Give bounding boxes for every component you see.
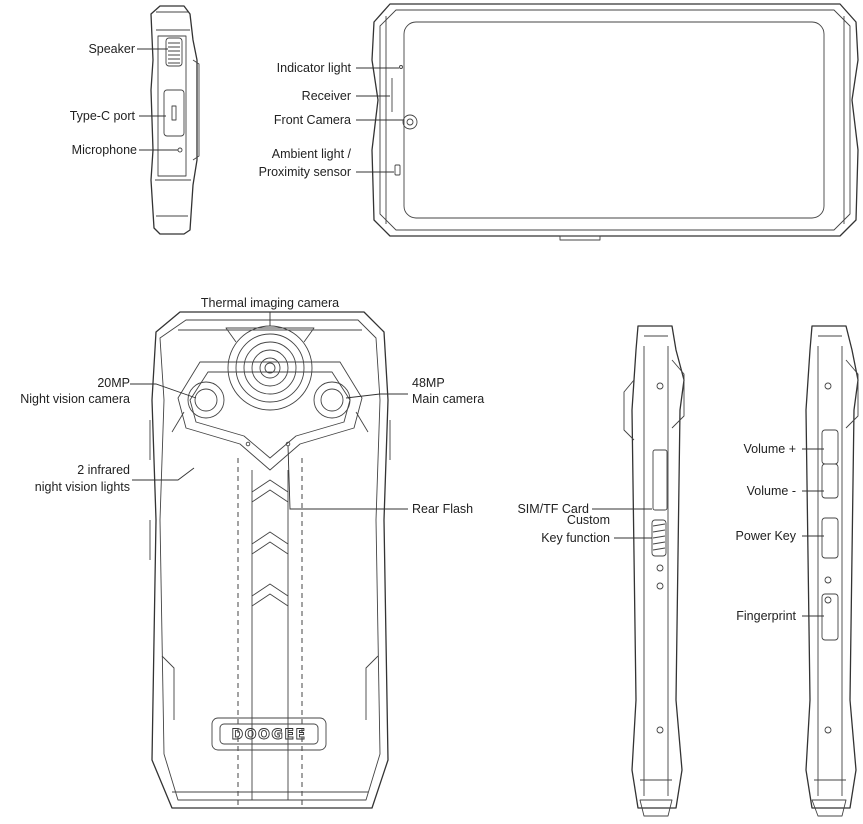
volume-down-button [821, 463, 839, 499]
rear-flash [285, 441, 291, 447]
ambient-light-label-line1: Ambient light / [271, 147, 351, 161]
custom-key-label-line2: Key function [541, 531, 610, 545]
front-camera-label: Front Camera [273, 113, 351, 127]
fingerprint-label: Fingerprint [736, 609, 796, 623]
thermal-camera-lens [227, 325, 313, 411]
volume-down-label: Volume - [746, 484, 796, 498]
camera-module [177, 361, 363, 471]
bottom-edge-view [150, 5, 200, 235]
front-screen [403, 21, 825, 219]
left-side-view [623, 325, 685, 817]
right-side-view [805, 325, 859, 817]
infrared-lights-label-line1: 2 infrared [77, 463, 130, 477]
power-key-button [821, 517, 839, 559]
main-camera-label-line1: 48MP [412, 376, 445, 390]
infrared-lights-label-line2: night vision lights [34, 480, 130, 494]
sim-card-tray [652, 449, 668, 511]
volume-up-button [821, 429, 839, 465]
proximity-sensor [394, 164, 401, 176]
indicator-light-label: Indicator light [276, 61, 351, 75]
custom-key-label-line1: Custom [566, 513, 610, 527]
volume-up-label: Volume + [743, 442, 796, 456]
main-camera-lens [313, 381, 351, 419]
speaker-grille [165, 37, 183, 67]
night-vision-camera-lens [187, 381, 225, 419]
sim-card-label: SIM/TF Card [517, 502, 589, 516]
type-c-port [163, 89, 185, 137]
brand-logo: DOOGEE [231, 727, 306, 743]
leader-lines [130, 48, 824, 617]
night-vision-camera-label-line1: 20MP [97, 376, 130, 390]
power-key-label: Power Key [735, 529, 796, 543]
speaker-label: Speaker [88, 42, 135, 56]
microphone-label: Microphone [71, 143, 137, 157]
main-camera-label-line2: Main camera [412, 392, 485, 406]
indicator-light-dot [399, 65, 403, 69]
receiver-label: Receiver [301, 89, 351, 103]
type-c-port-label: Type-C port [69, 109, 135, 123]
thermal-camera-label: Thermal imaging camera [200, 296, 340, 310]
microphone-hole [177, 147, 183, 153]
front-view [371, 3, 859, 241]
front-camera-hole [402, 114, 418, 130]
logo-plate [211, 717, 327, 751]
fingerprint-sensor [821, 593, 839, 641]
night-vision-camera-label-line2: Night vision camera [20, 392, 130, 406]
ambient-light-label-line2: Proximity sensor [258, 165, 351, 179]
back-view: DOOGEE [149, 311, 391, 809]
rear-flash-label: Rear Flash [412, 502, 474, 516]
